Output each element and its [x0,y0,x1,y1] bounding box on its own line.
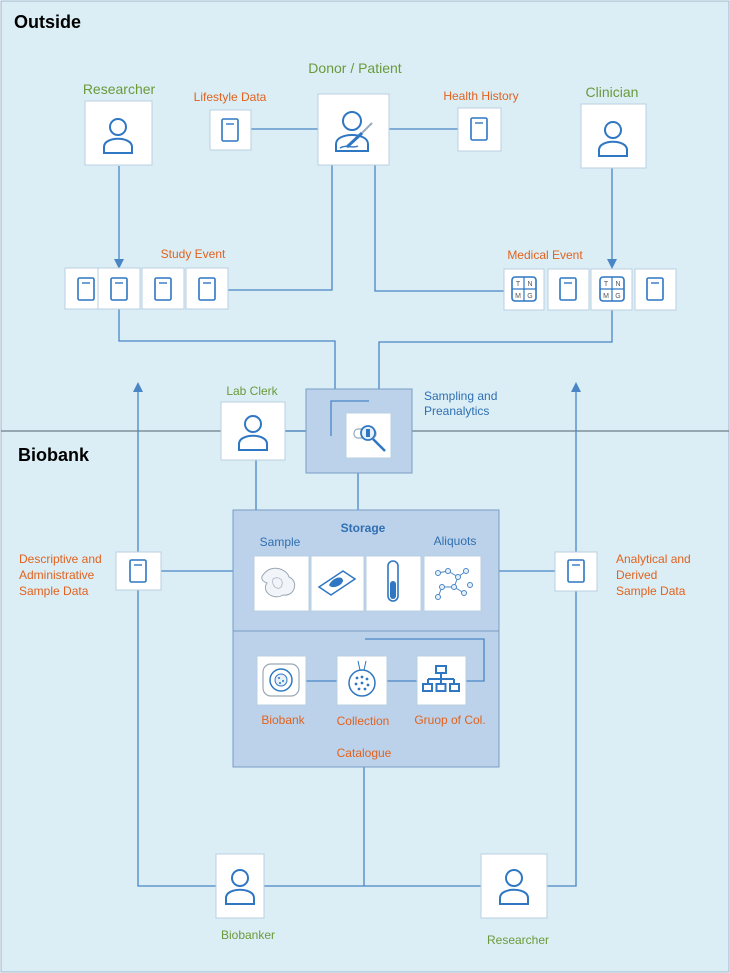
study-event-group[interactable] [64,267,229,310]
lab-clerk-label: Lab Clerk [226,384,278,398]
svg-text:M: M [603,293,609,300]
outside-zone-title: Outside [14,12,81,32]
sample-label: Sample [260,535,301,549]
svg-text:N: N [527,281,532,288]
svg-text:T: T [604,281,609,288]
biobanker-node[interactable] [215,853,265,919]
lifestyle-data-label: Lifestyle Data [194,90,267,104]
sample-tile[interactable] [253,555,310,612]
svg-text:G: G [615,293,620,300]
biobanker-label: Biobanker [221,928,275,942]
biobank-icon [262,663,300,697]
storage-label: Storage [341,521,386,535]
collection-icon [348,660,376,697]
tube-tile[interactable] [365,555,422,612]
aliquots-tile[interactable] [423,555,482,612]
aliquots-label: Aliquots [434,534,477,548]
hierarchy-icon [422,665,460,692]
health-history-label: Health History [443,89,518,103]
test-tube-icon [387,560,399,602]
sampling-label-line2: Preanalytics [424,404,489,418]
descriptive-label-line1: Descriptive and [19,552,102,566]
slide-tile[interactable] [310,555,365,612]
researcher-bottom-node[interactable] [480,853,548,919]
svg-text:T: T [516,281,521,288]
analytical-data-node[interactable] [554,551,598,592]
medical-event-label: Medical Event [507,248,583,262]
collection-tile[interactable] [336,655,388,706]
magnifier-icon [353,425,386,452]
catalogue-label: Catalogue [337,746,392,760]
collection-tile-label: Collection [337,714,390,728]
sampling-label-line1: Sampling and [424,389,497,403]
svg-text:M: M [515,293,521,300]
lab-clerk-node[interactable] [220,401,286,461]
aliquots-icon [435,568,473,600]
study-event-label: Study Event [161,247,226,261]
analytical-label-line2: Derived [616,568,657,582]
sampling-preanalytics-box[interactable] [305,388,413,474]
biobank-tile-label: Biobank [261,713,305,727]
researcher-top-node[interactable] [84,100,153,166]
tnm-icon: T N M G [511,276,537,302]
biobank-zone-title: Biobank [18,445,90,465]
researcher-top-label: Researcher [83,81,156,97]
tnm-icon: T N M G [599,276,625,302]
group-of-collections-tile[interactable] [416,655,467,706]
outside-zone [0,0,730,432]
descriptive-data-node[interactable] [115,551,162,591]
lifestyle-data-node[interactable] [209,109,252,151]
clinician-label: Clinician [586,84,639,100]
health-history-node[interactable] [457,107,502,152]
clinician-node[interactable] [580,103,647,169]
descriptive-label-line2: Administrative [19,568,95,582]
svg-text:G: G [527,293,532,300]
donor-patient-label: Donor / Patient [308,60,401,76]
biobank-tile[interactable] [256,655,307,706]
group-of-col-label: Gruop of Col. [414,713,485,727]
descriptive-label-line3: Sample Data [19,584,89,598]
analytical-label-line1: Analytical and [616,552,691,566]
slide-icon [317,570,357,596]
analytical-label-line3: Sample Data [616,584,686,598]
researcher-bottom-label: Researcher [487,933,549,947]
medical-event-group[interactable]: T N M G T N M G [503,268,677,311]
donor-patient-node[interactable] [317,93,390,166]
svg-text:N: N [615,281,620,288]
tissue-icon [261,567,296,598]
